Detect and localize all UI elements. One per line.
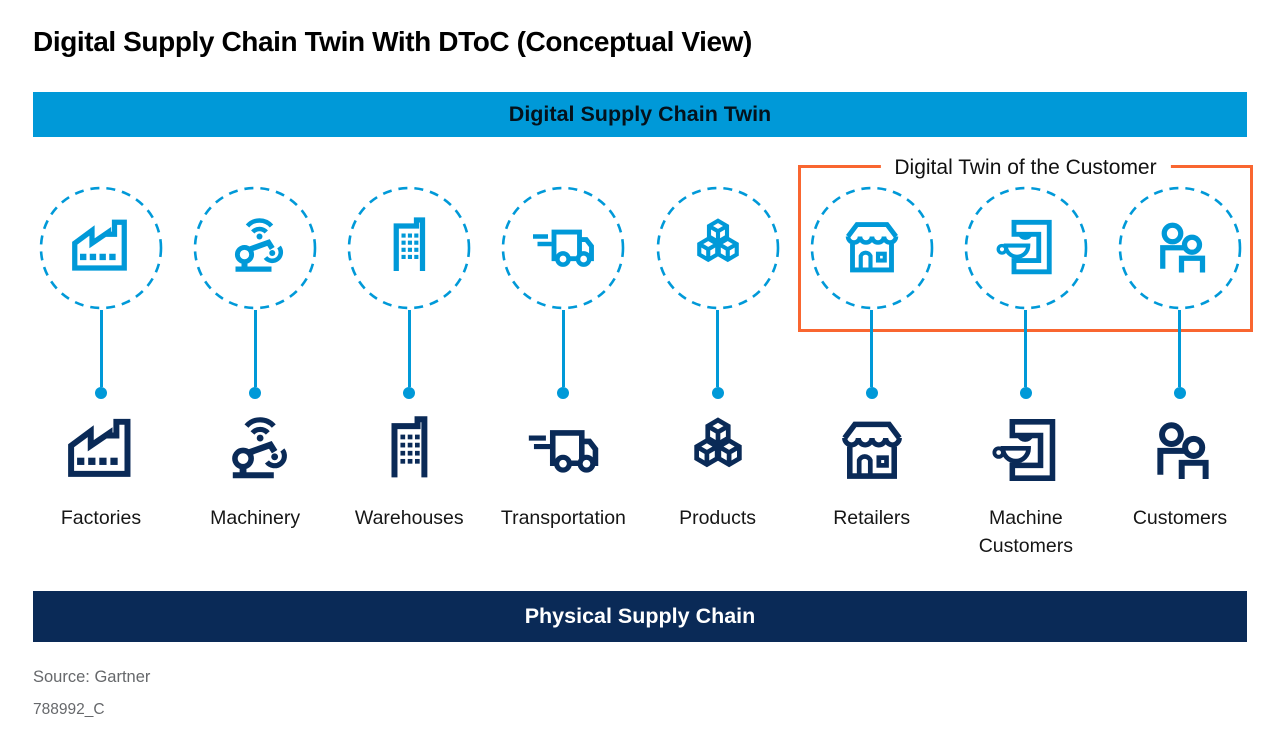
- connector-line: [253, 310, 257, 387]
- connector-dot: [95, 387, 107, 399]
- storefront-icon: [831, 409, 913, 491]
- node-retailers: Retailers: [792, 186, 952, 532]
- node-label: Transportation: [500, 507, 626, 529]
- storefront-icon: [836, 211, 908, 283]
- connector-dot: [1019, 387, 1032, 399]
- digital-supply-chain-banner-label: Digital Supply Chain Twin: [508, 102, 772, 126]
- dashed-circle: [39, 186, 163, 310]
- connector-line: [1178, 310, 1182, 387]
- node-warehouses: Warehouses: [329, 186, 489, 532]
- node-machine-customers: Machine Customers: [946, 186, 1106, 561]
- connector-line: [870, 310, 874, 387]
- node-label: Customers: [1132, 507, 1228, 529]
- factory-icon: [60, 409, 142, 491]
- dashed-circle: [656, 186, 779, 310]
- dashed-circle: [193, 186, 317, 310]
- robot-arm-icon: [214, 409, 296, 491]
- digital-node-circle: [501, 186, 625, 310]
- node-label: Machinery: [210, 507, 301, 529]
- truck-icon: [527, 211, 599, 283]
- cubes-icon: [677, 409, 759, 491]
- connector-line: [407, 310, 411, 387]
- connector-dot: [249, 387, 262, 399]
- coffee-machine-icon: [985, 409, 1067, 491]
- node-label: Retailers: [833, 507, 911, 529]
- physical-supply-chain-banner-label: Physical Supply Chain: [524, 604, 756, 628]
- digital-node-circle: [193, 186, 317, 310]
- node-transportation: Transportation: [483, 186, 643, 532]
- node-label: Products: [679, 507, 757, 529]
- node-label: Warehouses: [354, 507, 464, 529]
- dashed-circle: [810, 186, 933, 310]
- source-note: Source: Gartner: [33, 668, 151, 686]
- node-customers: Customers: [1100, 186, 1260, 532]
- people-icon: [1139, 409, 1221, 491]
- factory-icon: [65, 211, 137, 283]
- cubes-icon: [682, 211, 754, 283]
- connector-line: [1024, 310, 1028, 387]
- truck-icon: [522, 409, 604, 491]
- physical-supply-chain-banner: Physical Supply Chain: [33, 591, 1247, 642]
- dashed-circle: [502, 186, 625, 310]
- connector-dot: [1173, 387, 1186, 399]
- connector-line: [716, 310, 720, 387]
- digital-node-circle: [39, 186, 163, 310]
- dtoc-box-label: Digital Twin of the Customer: [880, 156, 1171, 180]
- connector-dot: [403, 387, 416, 399]
- warehouse-icon: [368, 409, 450, 491]
- node-machinery: Machinery: [175, 186, 335, 532]
- robot-arm-icon: [219, 211, 291, 283]
- digital-node-circle: [964, 186, 1088, 310]
- dashed-circle: [347, 186, 471, 310]
- digital-supply-chain-banner: Digital Supply Chain Twin: [33, 92, 1247, 137]
- node-label: Factories: [60, 507, 142, 529]
- digital-node-circle: [347, 186, 471, 310]
- digital-node-circle: [656, 186, 780, 310]
- warehouse-icon: [373, 211, 445, 283]
- people-icon: [1144, 211, 1216, 283]
- coffee-machine-icon: [990, 211, 1062, 283]
- node-products: Products: [638, 186, 798, 532]
- connector-dot: [865, 387, 878, 399]
- page-title: Digital Supply Chain Twin With DToC (Con…: [33, 26, 752, 57]
- dashed-circle: [964, 186, 1088, 310]
- node-factories: Factories: [21, 186, 181, 532]
- connector-line: [561, 310, 565, 387]
- node-label: Machine Customers: [978, 507, 1073, 558]
- connector-dot: [711, 387, 724, 399]
- connector-dot: [557, 387, 570, 399]
- digital-node-circle: [810, 186, 934, 310]
- figure-code: 788992_C: [33, 701, 105, 718]
- digital-node-circle: [1118, 186, 1242, 310]
- connector-line: [99, 310, 103, 387]
- dashed-circle: [1118, 186, 1242, 310]
